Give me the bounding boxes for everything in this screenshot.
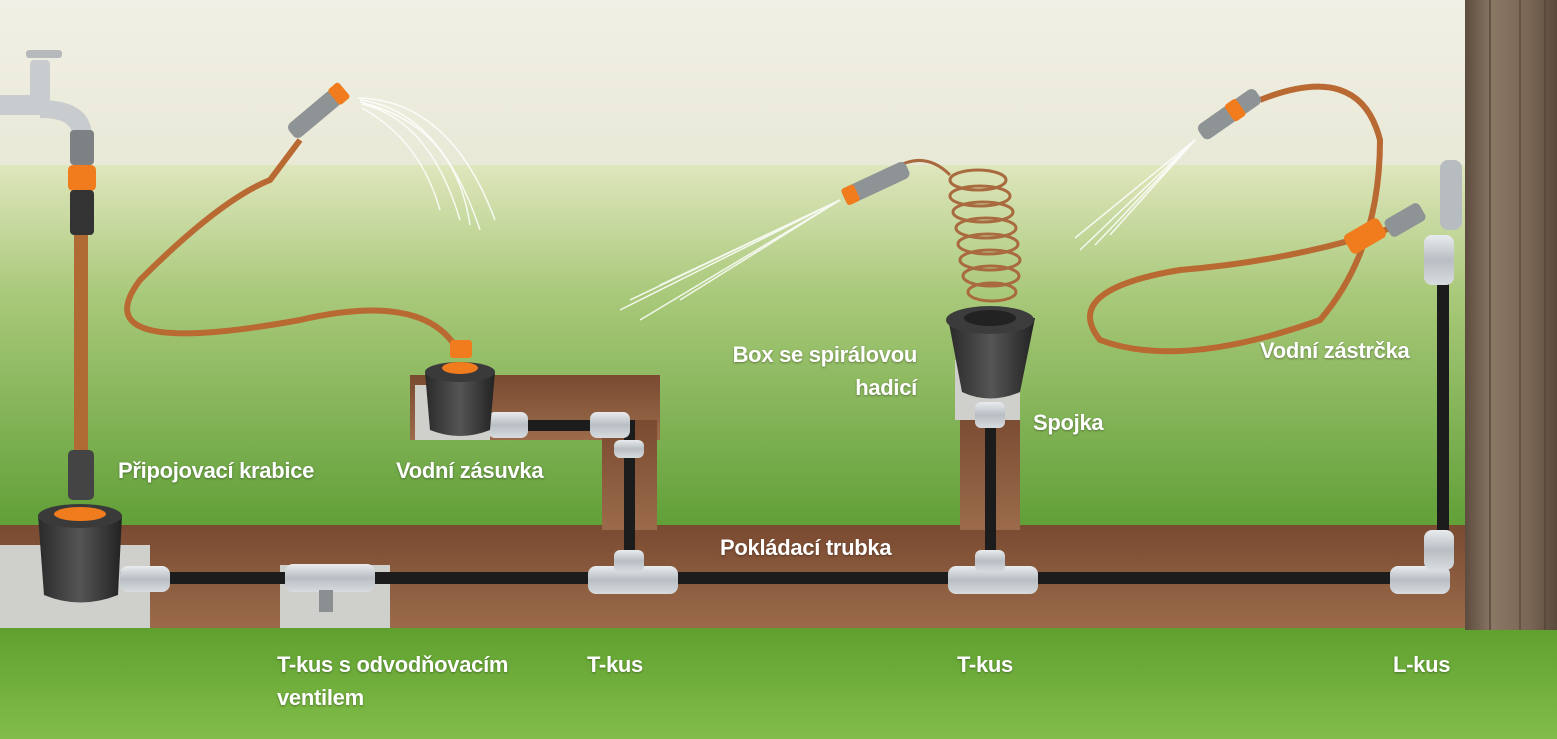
label-l-piece: L-kus bbox=[1393, 652, 1451, 677]
label-t-piece-1: T-kus bbox=[587, 652, 643, 677]
label-water-plug: Vodní zástrčka bbox=[1260, 338, 1410, 363]
label-spiral-hose-box: Box se spirálovou hadicí bbox=[732, 342, 918, 400]
label-t-piece-2: T-kus bbox=[957, 652, 1013, 677]
label-coupling: Spojka bbox=[1033, 410, 1104, 435]
label-connection-box: Připojovací krabice bbox=[118, 458, 315, 483]
label-water-socket: Vodní zásuvka bbox=[396, 458, 544, 483]
label-laying-pipe: Pokládací trubka bbox=[720, 535, 892, 560]
label-t-piece-drain-valve: T-kus s odvodňovacím ventilem bbox=[277, 652, 509, 710]
